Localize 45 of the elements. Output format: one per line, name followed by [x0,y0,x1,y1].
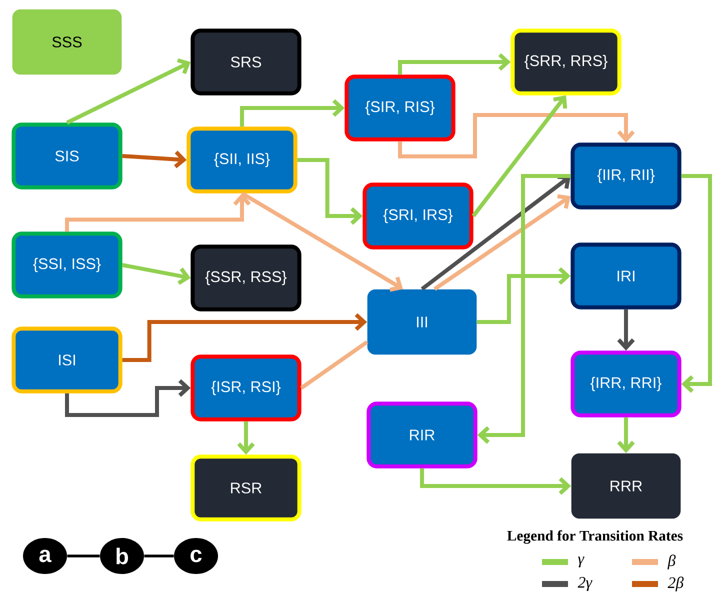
state-box: {SSI, ISS} [12,232,122,298]
connector-line [67,554,100,558]
arrow [617,309,635,351]
legend-label: γ [578,556,584,568]
arrow [122,313,368,362]
state-box: {IRR, RRI} [570,350,682,418]
arrow [65,379,191,417]
state-box: SRS [190,28,302,96]
arrow [66,58,191,124]
state-box: {SSR, RSS} [190,244,302,312]
connector-line [144,554,174,558]
state-box: ISI [12,326,122,394]
arrow [240,192,403,292]
arrow [122,150,187,168]
state-box: {IIR, RII} [570,142,682,210]
state-box: {SII, IIS} [186,126,298,194]
state-box: SSS [12,9,122,75]
state-box: RIR [366,402,478,468]
arrow [297,158,363,225]
arrow [237,421,255,455]
state-box: RRR [571,453,681,519]
state-box: {SRR, RRS} [510,28,622,96]
connector-line [300,340,368,390]
state-box: SIS [12,122,122,190]
arrow [420,468,572,495]
arrow [398,53,511,75]
arrow [472,95,568,218]
arrow [476,267,571,324]
arrow [122,263,191,285]
state-box: {SRI, IRS} [362,182,474,250]
legend-label: β [667,554,676,570]
arrow [477,174,571,444]
arrow [240,99,345,127]
state-box: RSR [190,454,302,522]
arrow [681,174,712,393]
state-box: {ISR, RSI} [190,354,302,422]
arrow [398,113,635,158]
state-box: IRI [570,242,682,310]
state-box: {SIR, RIS} [344,74,456,142]
arrow [434,194,571,291]
legend-label: 2γ [578,577,592,591]
arrow [617,417,635,454]
legend-label: 2β [668,576,684,592]
arrow [65,193,251,232]
state-box: III [367,289,477,355]
